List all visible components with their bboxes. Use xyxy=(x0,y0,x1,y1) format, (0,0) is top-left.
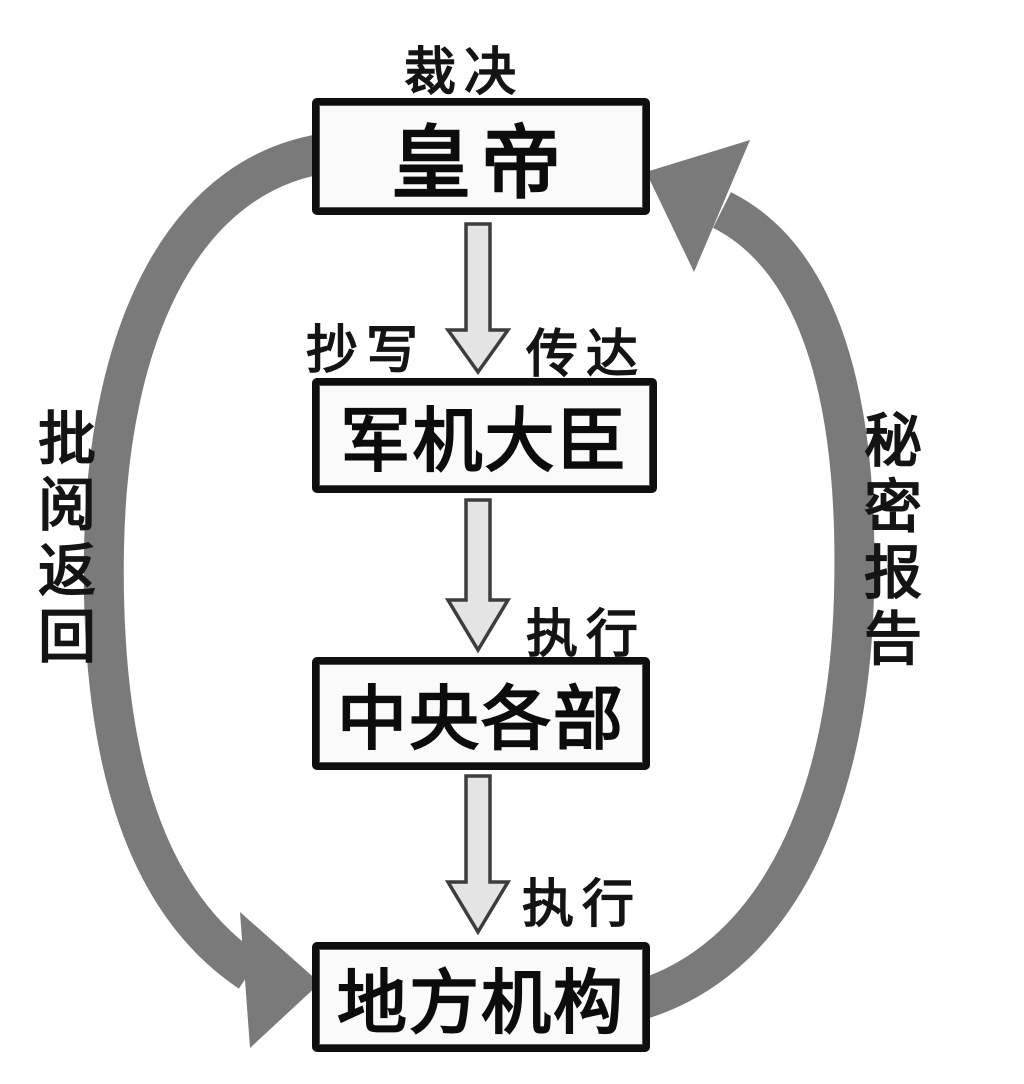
node-emperor: 皇帝 xyxy=(312,98,650,215)
return-loop-arrowhead-icon xyxy=(240,912,320,1048)
label-copy: 抄写 xyxy=(306,323,427,380)
report-loop-arrowhead-icon xyxy=(646,140,750,272)
node-grand-council: 军机大臣 xyxy=(312,378,657,493)
label-ruling: 裁决 xyxy=(404,45,525,102)
return-loop-curve xyxy=(83,132,338,989)
down-arrow-2-icon xyxy=(444,498,512,654)
label-secret-report: 秘密报告 xyxy=(855,410,920,674)
down-arrow-1-icon xyxy=(444,222,512,376)
node-local-agencies: 地方机构 xyxy=(312,942,650,1052)
down-arrow-3-icon xyxy=(444,774,512,936)
label-transmit: 传达 xyxy=(526,327,647,384)
report-loop-curve xyxy=(633,192,875,1020)
label-execute-1: 执行 xyxy=(526,607,647,664)
label-execute-2: 执行 xyxy=(522,877,643,934)
node-central-ministries: 中央各部 xyxy=(312,657,650,770)
label-review-return: 批阅返回 xyxy=(29,408,94,672)
